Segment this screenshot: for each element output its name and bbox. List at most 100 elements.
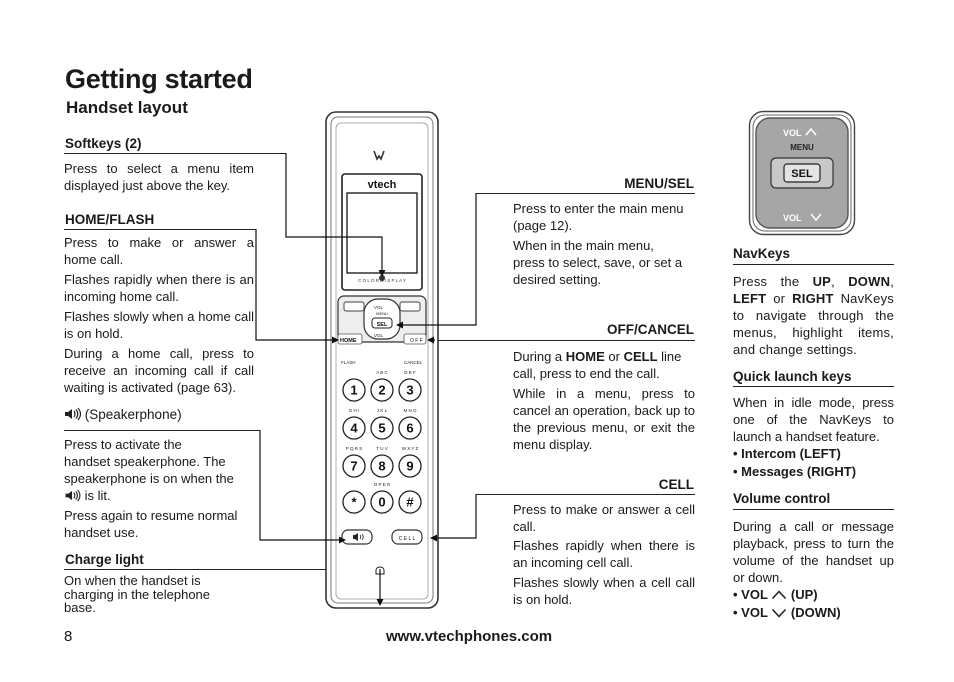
chevron-down-icon [772,608,787,618]
menu-sel-heading: MENU/SEL [624,176,694,191]
cell-heading: CELL [658,477,694,492]
cell-key[interactable] [391,529,423,545]
menu-sel-rule [476,193,695,194]
off-cancel-heading: OFF/CANCEL [607,322,694,337]
off-cancel-text-1: During a HOME or CELL line call, press t… [513,349,682,381]
navkey-sel-label: SEL [791,168,813,180]
softkeys-callout [285,153,386,277]
key-letters: J K L [377,408,388,413]
off-cancel-rule [435,340,695,341]
softkeys-heading: Softkeys (2) [65,136,142,151]
navkeys-rule [733,264,894,265]
cell-text-3: Flashes slowly when a cell call is on ho… [513,575,695,607]
cell-text-2: Flashes rapidly when there is an incomin… [513,538,695,570]
speaker-rule [64,430,260,431]
nav-menu-label: MENU [376,311,388,316]
chevron-up-icon [805,127,817,136]
quick-launch-text: When in idle mode, press one of the NavK… [733,395,894,444]
cell-key-label: C E L L [399,536,416,542]
keypad: 1A B C2D E F3G H I4J K L5M N O6P Q R S7T… [342,370,422,514]
key-digit: 1 [350,383,357,398]
charge-text: On when the handset is charging in the t… [64,573,211,615]
volume-bullet-up: • VOL (UP) [733,587,818,602]
speakerphone-icon [65,489,81,502]
key-*[interactable] [342,490,366,514]
quick-launch-bullet-1: • Intercom (LEFT) [733,446,841,461]
key-1[interactable] [342,378,366,402]
speakerphone-icon [65,407,82,421]
navkeys-text: Press the UP, DOWN, LEFT or RIGHT NavKey… [733,274,894,357]
key-digit: 8 [378,459,385,474]
key-#[interactable] [398,490,422,514]
off-cancel-key[interactable] [403,333,427,345]
footer-url[interactable]: www.vtechphones.com [386,628,553,645]
speaker-callout [259,430,346,544]
key-2[interactable] [370,378,394,402]
key-digit: 3 [406,383,413,398]
cell-rule [476,494,695,495]
key-7[interactable] [342,454,366,478]
nav-vol-down-label: VOL [374,333,384,338]
navkey-closeup: VOL MENU SEL VOL [748,110,856,236]
key-5[interactable] [370,416,394,440]
key-8[interactable] [370,454,394,478]
key-digit: 5 [378,421,385,436]
quick-launch-heading: Quick launch keys [733,369,852,384]
softkey-left[interactable] [343,301,365,312]
home-flash-text-1: Press to make or answer a home call. [64,235,254,267]
brand-label: vtech [368,179,397,191]
flash-label: FLASH [341,360,356,365]
navkey-vol-up-label: VOL [783,128,802,138]
key-0[interactable] [370,490,394,514]
quick-launch-bullet-2: • Messages (RIGHT) [733,464,857,479]
charge-light [375,566,385,575]
cell-text-1: Press to make or answer a cell call. [513,502,695,534]
menu-sel-callout [396,193,477,329]
key-letters: D E F [404,370,416,375]
page-number: 8 [64,628,73,645]
key-digit: 2 [378,383,385,398]
nav-sel-button[interactable] [371,317,393,329]
nav-vol-up-label: VOL [374,305,384,310]
home-key-label: HOME [340,338,357,344]
softkeys-text: Press to select a menu item displayed ju… [64,161,254,193]
key-9[interactable] [398,454,422,478]
key-letters: T U V [376,446,387,451]
off-key-label: O F F [410,338,423,344]
menu-sel-text-2: When in the main menu,press to select, s… [513,238,683,287]
off-cancel-text-2: While in a menu, press to cancel an oper… [513,386,695,452]
speaker-text-2: Press again to resume normal handset use… [64,508,238,540]
home-flash-text-2: Flashes rapidly when there is an incomin… [64,272,254,304]
key-6[interactable] [398,416,422,440]
key-letters: M N O [404,408,417,413]
charge-rule [64,569,380,570]
speaker-heading: (Speakerphone) [64,407,182,422]
vtech-logo-mark [373,150,385,161]
key-digit: * [351,495,357,510]
home-flash-callout [255,229,339,344]
menu-sel-text-1: Press to enter the main menu(page 12). [513,201,684,233]
home-flash-rule [64,229,256,230]
chevron-down-icon [810,213,822,222]
home-flash-text-3: Flashes slowly when a home call is on ho… [64,309,254,341]
home-flash-heading: HOME/FLASH [65,212,155,227]
key-letters: O P E R [374,482,391,487]
key-digit: 7 [350,459,357,474]
speakerphone-icon [353,533,358,541]
key-3[interactable] [398,378,422,402]
volume-bullet-down: • VOL (DOWN) [733,605,841,620]
cell-callout [430,494,477,542]
key-digit: 9 [406,459,413,474]
softkeys-rule [64,153,286,154]
softkey-right[interactable] [399,301,421,312]
home-flash-text-4: During a home call, press to receive an … [64,346,254,395]
nav-sel-label: SEL [377,322,388,328]
cancel-label: CANCEL [404,360,423,365]
navkeys-heading: NavKeys [733,246,791,261]
handset-illustration: vtech C O L O R D I S P L A Y VOL MENU S… [325,111,439,609]
page-title: Getting started [65,64,253,94]
volume-rule [733,509,894,510]
key-4[interactable] [342,416,366,440]
key-digit: 6 [406,421,413,436]
